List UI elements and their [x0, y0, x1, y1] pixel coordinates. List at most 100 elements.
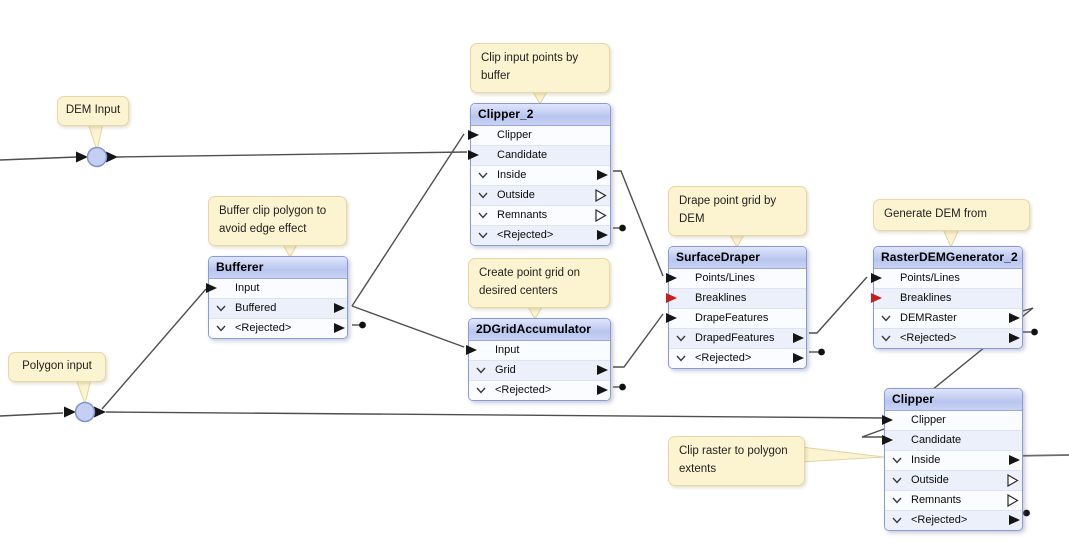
connection-line[interactable]: [101, 288, 207, 410]
port-outside[interactable]: Outside: [471, 185, 610, 205]
chevron-down-icon[interactable]: [892, 477, 902, 484]
annotation-dem-input[interactable]: DEM Input: [57, 96, 129, 126]
junction-node-dem[interactable]: [86, 146, 108, 168]
transformer-clipper[interactable]: Clipper Clipper Candidate Inside Outside…: [882, 388, 1023, 531]
annotation-generate-dem[interactable]: Generate DEM from: [873, 199, 1030, 231]
port-candidate[interactable]: Candidate: [882, 430, 1022, 450]
chevron-down-icon[interactable]: [892, 457, 902, 464]
required-input-port-icon: [871, 293, 882, 303]
port-label: DrapedFeatures: [695, 332, 775, 344]
annotation-pointer: [75, 378, 92, 406]
port-outside[interactable]: Outside: [885, 470, 1022, 490]
connection-line[interactable]: [0, 412, 64, 417]
port-grid[interactable]: Grid: [469, 360, 610, 380]
chevron-down-icon[interactable]: [892, 517, 902, 524]
junction-input-arrow-icon: [64, 406, 76, 418]
node-title[interactable]: Clipper_2: [471, 104, 610, 126]
chevron-down-icon[interactable]: [881, 335, 891, 342]
port-label: Clipper: [911, 414, 946, 426]
port-clipper[interactable]: Clipper: [882, 411, 1022, 430]
node-title[interactable]: 2DGridAccumulator: [469, 319, 610, 341]
transformer-bufferer[interactable]: Bufferer Input Buffered <Rejected>: [206, 256, 348, 339]
port-breaklines[interactable]: Breaklines: [871, 288, 1022, 308]
port-label: Breaklines: [900, 292, 952, 304]
node-title[interactable]: Bufferer: [209, 257, 347, 279]
port-buffered[interactable]: Buffered: [209, 298, 347, 318]
port-label: <Rejected>: [911, 514, 968, 526]
connection-line[interactable]: [116, 151, 468, 158]
input-port-icon: [666, 273, 677, 283]
transformer-2dgridaccumulator[interactable]: 2DGridAccumulator Input Grid <Rejected>: [466, 318, 611, 401]
port-rejected[interactable]: <Rejected>: [669, 348, 806, 368]
node-title[interactable]: Clipper: [885, 389, 1022, 411]
output-port-icon: [793, 333, 804, 343]
junction-node-polygon[interactable]: [74, 401, 96, 423]
connection-line[interactable]: [809, 276, 868, 334]
annotation-polygon-input[interactable]: Polygon input: [8, 352, 106, 382]
connection-line[interactable]: [613, 313, 664, 368]
port-inside[interactable]: Inside: [885, 450, 1022, 470]
port-demraster[interactable]: DEMRaster: [874, 308, 1022, 328]
chevron-down-icon[interactable]: [478, 212, 488, 219]
output-port-icon: [597, 385, 608, 395]
chevron-down-icon[interactable]: [478, 172, 488, 179]
connection-line[interactable]: [351, 133, 465, 307]
output-port-icon: [597, 230, 608, 240]
transformer-clipper-2[interactable]: Clipper_2 Clipper Candidate Inside Outsi…: [468, 103, 611, 246]
output-port-icon: [793, 353, 804, 363]
annotation-buffer-clip-polygon[interactable]: Buffer clip polygon to avoid edge effect: [208, 196, 347, 246]
junction-output-arrow-icon: [106, 151, 118, 163]
port-breaklines[interactable]: Breaklines: [666, 288, 806, 308]
connection-line[interactable]: [105, 411, 889, 419]
chevron-down-icon[interactable]: [676, 335, 686, 342]
port-drapefeatures[interactable]: DrapeFeatures: [666, 308, 806, 328]
port-clipper[interactable]: Clipper: [468, 126, 610, 145]
chevron-down-icon[interactable]: [476, 367, 486, 374]
transformer-surfacedraper[interactable]: SurfaceDraper Points/Lines Breaklines Dr…: [666, 246, 807, 369]
port-rejected[interactable]: <Rejected>: [209, 318, 347, 338]
connection-line[interactable]: [351, 305, 465, 348]
connection-line[interactable]: [613, 170, 664, 277]
annotation-create-point-grid[interactable]: Create point grid on desired centers: [468, 258, 610, 308]
port-rejected[interactable]: <Rejected>: [874, 328, 1022, 348]
port-label: Outside: [911, 474, 949, 486]
port-remnants[interactable]: Remnants: [471, 205, 610, 225]
port-remnants[interactable]: Remnants: [885, 490, 1022, 510]
chevron-down-icon[interactable]: [478, 192, 488, 199]
port-label: Points/Lines: [695, 272, 755, 284]
chevron-down-icon[interactable]: [216, 325, 226, 332]
annotation-clip-raster[interactable]: Clip raster to polygon extents: [668, 436, 805, 486]
annotation-clip-input-points[interactable]: Clip input points by buffer: [470, 43, 610, 93]
port-rejected[interactable]: <Rejected>: [469, 380, 610, 400]
port-points-lines[interactable]: Points/Lines: [871, 269, 1022, 288]
port-rejected[interactable]: <Rejected>: [885, 510, 1022, 530]
port-label: Clipper: [497, 129, 532, 141]
output-port-hollow-icon: [595, 189, 607, 202]
transformer-rasterdemgenerator-2[interactable]: RasterDEMGenerator_2 Points/Lines Breakl…: [871, 246, 1023, 349]
required-input-port-icon: [666, 293, 677, 303]
chevron-down-icon[interactable]: [881, 315, 891, 322]
chevron-down-icon[interactable]: [676, 355, 686, 362]
junction-input-arrow-icon: [76, 151, 88, 163]
annotation-drape-point-grid[interactable]: Drape point grid by DEM: [668, 186, 807, 236]
port-candidate[interactable]: Candidate: [468, 145, 610, 165]
port-inside[interactable]: Inside: [471, 165, 610, 185]
node-title[interactable]: RasterDEMGenerator_2: [874, 247, 1022, 269]
port-label: DrapeFeatures: [695, 312, 769, 324]
output-port-icon: [597, 365, 608, 375]
port-label: Input: [235, 282, 260, 294]
connection-line[interactable]: [0, 156, 78, 161]
output-port-hollow-icon: [595, 209, 607, 222]
chevron-down-icon[interactable]: [216, 305, 226, 312]
chevron-down-icon[interactable]: [476, 387, 486, 394]
port-input[interactable]: Input: [206, 279, 347, 298]
chevron-down-icon[interactable]: [478, 232, 488, 239]
port-rejected[interactable]: <Rejected>: [471, 225, 610, 245]
port-drapedfeatures[interactable]: DrapedFeatures: [669, 328, 806, 348]
link-terminator-dot: [1023, 509, 1030, 517]
port-points-lines[interactable]: Points/Lines: [666, 269, 806, 288]
port-input[interactable]: Input: [466, 341, 610, 360]
link-terminator-dot: [619, 224, 626, 232]
node-title[interactable]: SurfaceDraper: [669, 247, 806, 269]
chevron-down-icon[interactable]: [892, 497, 902, 504]
